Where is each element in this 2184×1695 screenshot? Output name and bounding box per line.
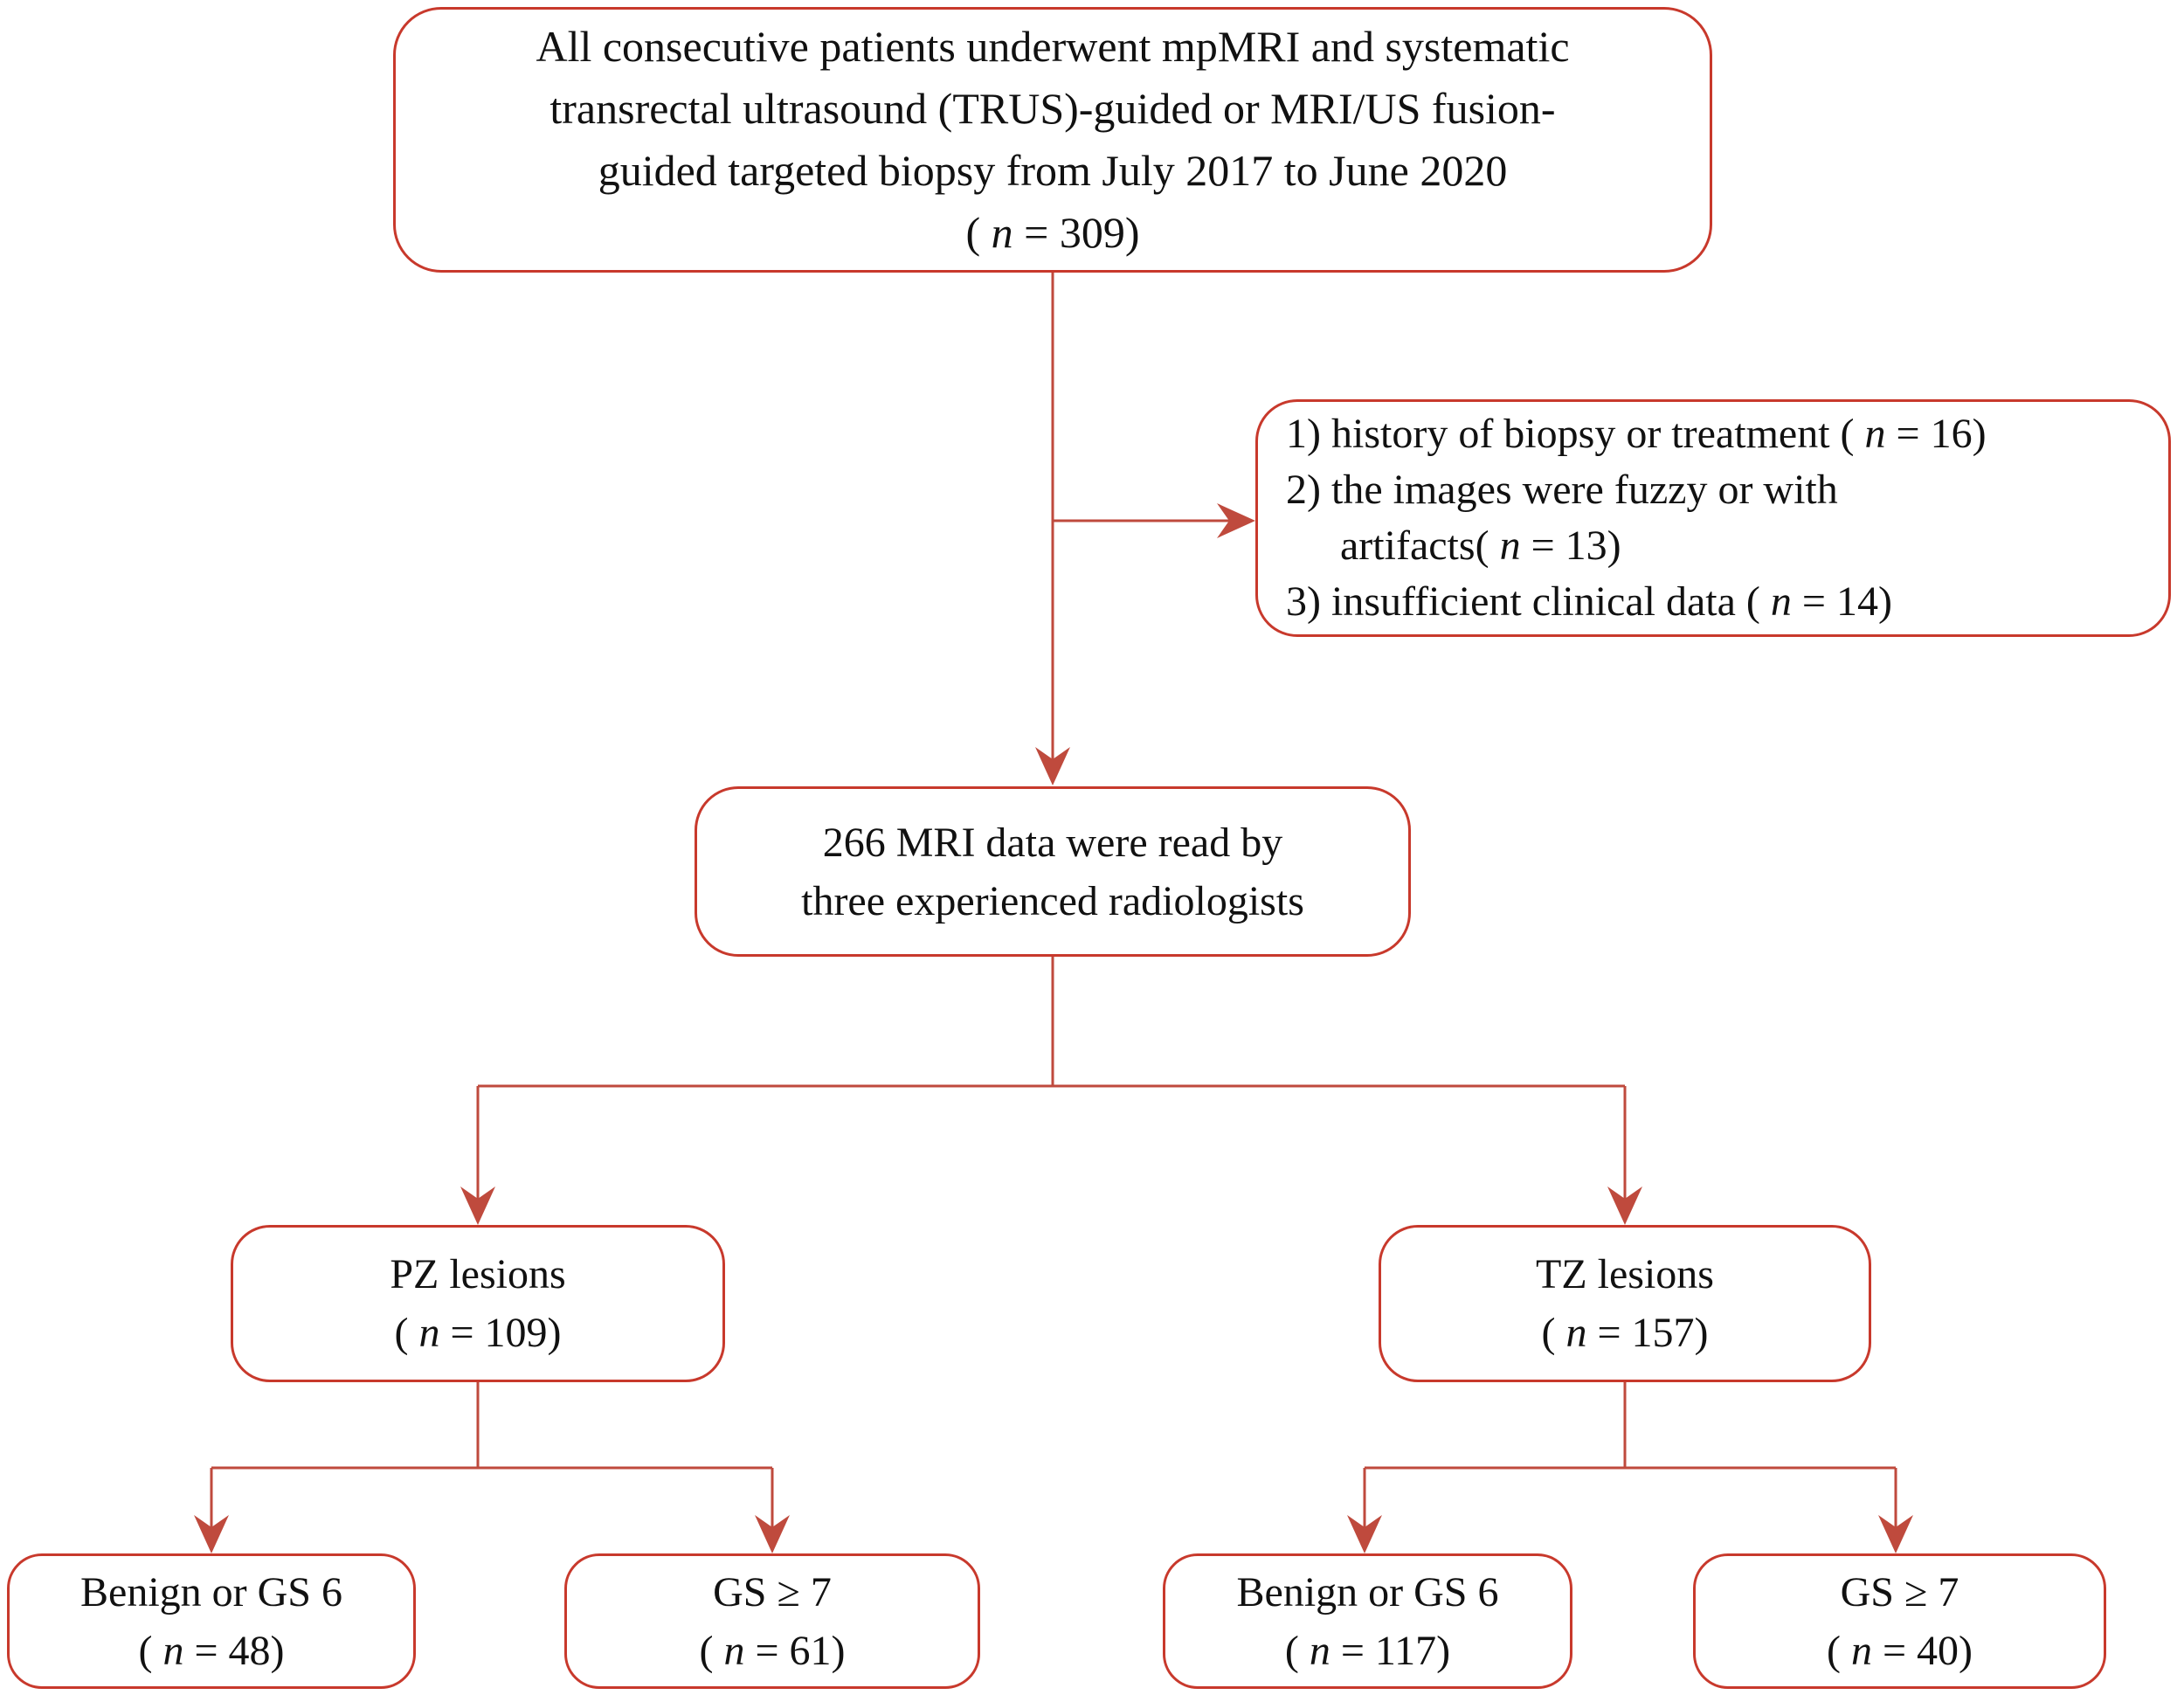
arrowhead-down-pz-icon — [460, 1186, 495, 1225]
pz-gs7-count-var: n — [723, 1627, 745, 1674]
enrollment-line-3: guided targeted biopsy from July 2017 to… — [598, 146, 1508, 195]
enrollment-count-var: n — [991, 208, 1013, 257]
exclusion-item-2-count-close: = 13) — [1520, 522, 1621, 569]
reading-line-1: 266 MRI data were read by — [822, 819, 1283, 866]
pz-gs7-count-close: = 61) — [744, 1627, 846, 1674]
node-tz-gs7: GS ≥ 7 ( n = 40) — [1693, 1553, 2106, 1689]
arrowhead-down-reading-icon — [1035, 747, 1070, 785]
pz-benign-count-close: = 48) — [183, 1627, 285, 1674]
node-tz-benign: Benign or GS 6 ( n = 117) — [1163, 1553, 1572, 1689]
reading-line-2: three experienced radiologists — [801, 877, 1304, 924]
node-tz-lesions: TZ lesions ( n = 157) — [1379, 1225, 1871, 1382]
node-enrollment: All consecutive patients underwent mpMRI… — [393, 7, 1712, 273]
pz-benign-title: Benign or GS 6 — [80, 1568, 342, 1615]
pz-gs7-title: GS ≥ 7 — [713, 1568, 832, 1615]
pz-gs7-count: ( n = 61) — [699, 1622, 845, 1680]
exclusion-item-1-count-var: n — [1864, 411, 1886, 457]
enrollment-count-open: ( — [965, 208, 992, 257]
exclusion-item-1-text: 1) history of biopsy or treatment — [1286, 411, 1841, 457]
pz-gs7-count-open: ( — [699, 1627, 724, 1674]
exclusion-item-1: 1) history of biopsy or treatment ( n = … — [1286, 406, 1987, 462]
exclusion-item-1-count-close: = 16) — [1885, 411, 1987, 457]
enrollment-line-2: transrectal ultrasound (TRUS)-guided or … — [549, 84, 1556, 133]
exclusion-item-1-count-open: ( — [1840, 411, 1865, 457]
tz-gs7-count: ( n = 40) — [1827, 1622, 1973, 1680]
pz-title: PZ lesions — [390, 1251, 566, 1297]
arrowhead-down-pz-gs7-icon — [755, 1515, 790, 1553]
node-pz-lesions: PZ lesions ( n = 109) — [231, 1225, 725, 1382]
exclusion-item-3-count-open: ( — [1745, 578, 1771, 625]
tz-benign-title: Benign or GS 6 — [1236, 1568, 1499, 1615]
node-exclusion: 1) history of biopsy or treatment ( n = … — [1255, 399, 2171, 637]
pz-benign-count-open: ( — [138, 1627, 163, 1674]
tz-gs7-count-close: = 40) — [1871, 1627, 1973, 1674]
pz-count-open: ( — [394, 1310, 419, 1356]
pz-benign-count-var: n — [162, 1627, 184, 1674]
pz-benign-count: ( n = 48) — [138, 1622, 284, 1680]
arrowhead-down-tz-gs7-icon — [1878, 1515, 1913, 1553]
tz-benign-count: ( n = 117) — [1285, 1622, 1450, 1680]
exclusion-item-2-text: 2) the images were fuzzy or with — [1286, 467, 1838, 513]
exclusion-item-2: 2) the images were fuzzy or with — [1286, 462, 1838, 518]
tz-gs7-title: GS ≥ 7 — [1840, 1568, 1959, 1615]
tz-benign-count-open: ( — [1284, 1627, 1310, 1674]
arrowhead-down-pz-benign-icon — [194, 1515, 229, 1553]
enrollment-line-1: All consecutive patients underwent mpMRI… — [536, 22, 1570, 71]
arrowhead-right-exclusion-icon — [1217, 503, 1255, 538]
exclusion-item-2-cont-text: artifacts — [1340, 522, 1476, 569]
enrollment-count: ( n = 309) — [965, 202, 1139, 264]
pz-count-var: n — [418, 1310, 440, 1356]
tz-gs7-count-open: ( — [1826, 1627, 1851, 1674]
arrowhead-down-tz-benign-icon — [1347, 1515, 1382, 1553]
tz-count: ( n = 157) — [1541, 1304, 1708, 1362]
enrollment-count-close: = 309) — [1013, 208, 1140, 257]
tz-count-open: ( — [1541, 1310, 1566, 1356]
tz-count-var: n — [1565, 1310, 1587, 1356]
tz-title: TZ lesions — [1536, 1251, 1714, 1297]
exclusion-item-3-count-var: n — [1770, 578, 1792, 625]
tz-benign-count-close: = 117) — [1330, 1627, 1451, 1674]
exclusion-item-3-text: 3) insufficient clinical data — [1286, 578, 1746, 625]
tz-count-close: = 157) — [1586, 1310, 1709, 1356]
arrowhead-down-tz-icon — [1607, 1186, 1642, 1225]
exclusion-item-2-count-var: n — [1499, 522, 1521, 569]
node-pz-gs7: GS ≥ 7 ( n = 61) — [564, 1553, 980, 1689]
exclusion-item-2-count-open: ( — [1475, 522, 1500, 569]
node-pz-benign: Benign or GS 6 ( n = 48) — [7, 1553, 416, 1689]
exclusion-item-3: 3) insufficient clinical data ( n = 14) — [1286, 574, 1892, 630]
pz-count: ( n = 109) — [394, 1304, 561, 1362]
exclusion-item-2-continuation: artifacts( n = 13) — [1286, 518, 1621, 574]
exclusion-item-3-count-close: = 14) — [1791, 578, 1892, 625]
node-reading: 266 MRI data were read by three experien… — [695, 786, 1411, 957]
tz-benign-count-var: n — [1309, 1627, 1330, 1674]
pz-count-close: = 109) — [439, 1310, 562, 1356]
tz-gs7-count-var: n — [1850, 1627, 1872, 1674]
